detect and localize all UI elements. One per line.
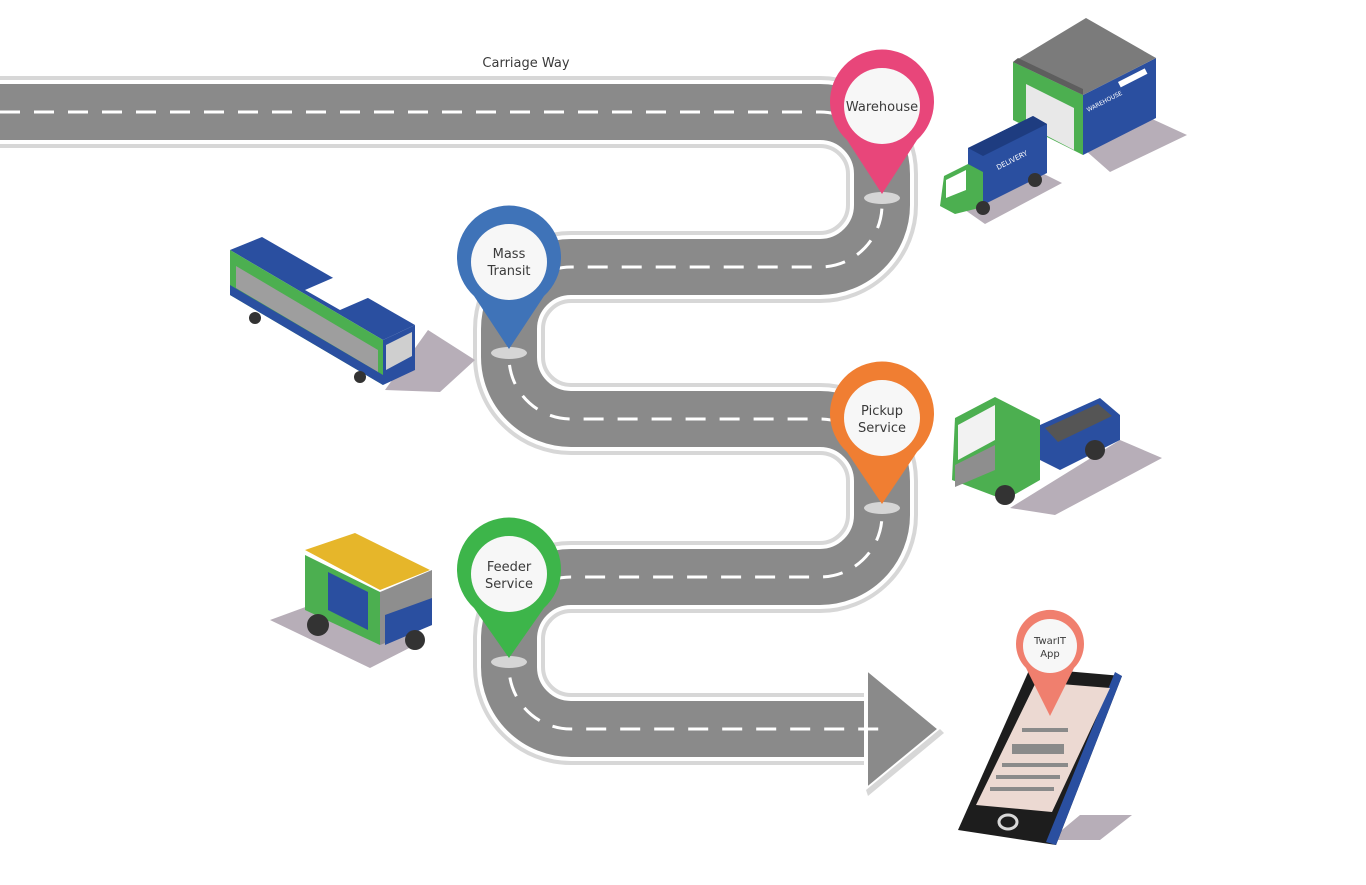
- truck-wheel-back: [1028, 173, 1042, 187]
- bus-shadow: [385, 330, 475, 392]
- pin-pickup-face: [844, 380, 920, 456]
- pin-app-label-2: App: [1040, 649, 1060, 660]
- warehouse-roof-ridge: [1013, 58, 1083, 95]
- pin-pickup-label-2: Service: [858, 421, 906, 436]
- bus-wheel-back: [249, 312, 261, 324]
- phone-screen-lines: [990, 728, 1068, 791]
- bus-window-band: [236, 266, 378, 372]
- pin-mass-transit: Mass Transit: [457, 205, 561, 359]
- bus-wheel-front: [354, 371, 366, 383]
- truck-windshield: [946, 170, 966, 198]
- truck-cargo-side: [968, 116, 1047, 205]
- road-arrow-shadow: [866, 729, 944, 796]
- pin-feeder-face: [471, 536, 547, 612]
- pin-feeder-label-1: Feeder: [487, 560, 532, 575]
- warehouse-side-wall: [1083, 58, 1156, 155]
- truck-wheel-front: [976, 201, 990, 215]
- warehouse-illustration: WAREHOUSE: [1013, 18, 1187, 172]
- pin-mass-transit-label-2: Transit: [486, 264, 530, 279]
- delivery-truck-illustration: DELIVERY: [940, 116, 1062, 224]
- bus-blue-stripe: [230, 285, 383, 385]
- pickup-shadow: [1010, 440, 1162, 515]
- bus-roof-unit: [305, 277, 370, 310]
- pin-feeder-base: [491, 656, 527, 668]
- phone-edge: [1046, 672, 1122, 845]
- pin-pickup-service: Pickup Service: [830, 361, 935, 514]
- pin-mass-transit-base: [491, 347, 527, 359]
- bus-illustration: [230, 237, 475, 392]
- winding-road: Carriage Way: [0, 56, 944, 796]
- pin-feeder-service: Feeder Service: [456, 517, 561, 668]
- pin-warehouse-label: Warehouse: [846, 100, 918, 115]
- road-title: Carriage Way: [482, 56, 569, 71]
- pin-mass-transit-label-1: Mass: [493, 247, 526, 262]
- warehouse-door: [1026, 84, 1074, 150]
- pin-warehouse-base: [864, 192, 900, 204]
- pickup-wheel-front: [995, 485, 1015, 505]
- phone-shadow: [1050, 815, 1132, 840]
- rickshaw-opening: [328, 572, 368, 630]
- pin-mass-transit-face: [471, 224, 547, 300]
- pin-app-label-1: TwarIT: [1033, 636, 1067, 647]
- rickshaw-shadow: [270, 598, 425, 668]
- road-surface: [0, 84, 910, 757]
- truck-cargo-top: [968, 116, 1047, 156]
- pickup-bed-floor: [1045, 404, 1112, 442]
- phone-home-button: [997, 813, 1019, 831]
- pickup-grille: [955, 445, 995, 487]
- pin-pickup-label-1: Pickup: [861, 404, 903, 419]
- pin-warehouse-face: [844, 68, 920, 144]
- warehouse-window: [1118, 68, 1148, 88]
- pin-warehouse: Warehouse: [830, 49, 935, 204]
- pickup-wheel-back: [1085, 440, 1105, 460]
- pin-feeder-label-2: Service: [485, 577, 533, 592]
- pin-pickup-base: [864, 502, 900, 514]
- rickshaw-wheel-back: [307, 614, 329, 636]
- pin-app-face: [1023, 619, 1077, 673]
- smartphone-illustration: [958, 668, 1132, 845]
- rickshaw-front-panel: [385, 598, 432, 645]
- bus-windshield: [386, 332, 412, 370]
- pickup-truck-illustration: [952, 397, 1162, 515]
- pickup-windshield: [958, 405, 995, 460]
- warehouse-shadow: [1085, 118, 1187, 172]
- rickshaw-roof: [305, 533, 430, 590]
- pin-twarit-app: TwarIT App: [1016, 609, 1084, 716]
- auto-rickshaw-illustration: [270, 533, 432, 668]
- rickshaw-wheel-front: [405, 630, 425, 650]
